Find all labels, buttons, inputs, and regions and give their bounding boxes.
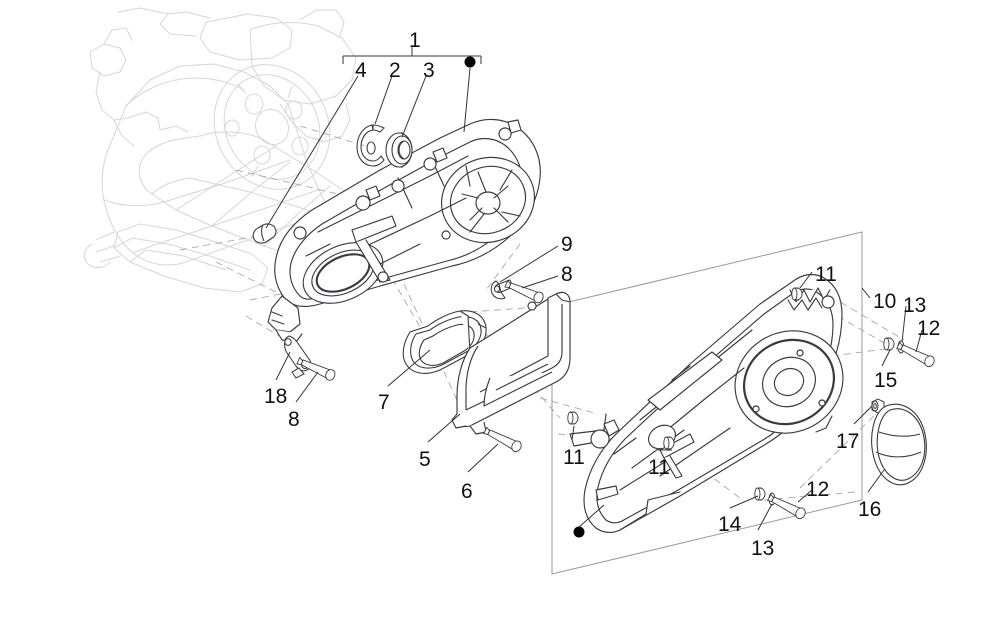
callout-13-lower: 13 — [751, 537, 775, 560]
callout-7: 7 — [378, 391, 390, 414]
callout-2: 2 — [389, 59, 401, 82]
part-15-collar-bush — [883, 337, 895, 351]
group-right-bullet-leader — [578, 504, 605, 528]
callout-16: 16 — [858, 498, 882, 521]
callout-12-upper: 12 — [917, 317, 941, 340]
group-right-bullet-marker — [573, 526, 585, 538]
callout-3: 3 — [423, 59, 435, 82]
part-11-grommet-top — [791, 287, 803, 301]
crankcase-cover-main — [267, 118, 541, 343]
part-12-screw-upper — [895, 340, 937, 369]
callout-10: 10 — [873, 290, 897, 313]
group-1-bullet-marker — [464, 56, 476, 68]
leader-lines — [265, 46, 923, 531]
part-3-bearing — [385, 132, 413, 168]
callout-11-left: 11 — [563, 446, 585, 469]
ghost-engine-assembly — [84, 7, 414, 293]
callout-17: 17 — [836, 430, 860, 453]
part-5-air-scoop — [451, 291, 571, 435]
part-11-grommet-mid — [663, 436, 675, 450]
callout-4: 4 — [355, 59, 367, 82]
callout-6: 6 — [461, 480, 473, 503]
callout-8-upper: 8 — [561, 263, 573, 286]
part-14-spacer-bush — [754, 487, 766, 501]
callout-12-lower: 12 — [806, 478, 830, 501]
part-4-dowel-pin — [252, 223, 277, 244]
part-16-inspection-cap — [871, 403, 927, 486]
callout-5: 5 — [419, 448, 431, 471]
callout-11-top: 11 — [815, 263, 837, 286]
callout-9: 9 — [561, 233, 573, 256]
callout-11-mid: 11 — [648, 456, 670, 479]
callout-15: 15 — [874, 369, 898, 392]
callout-18: 18 — [264, 385, 288, 408]
callout-1: 1 — [409, 29, 421, 52]
part-6-screw — [482, 425, 524, 454]
part-18-retaining-plate — [284, 335, 312, 379]
part-2-circlip — [356, 124, 385, 167]
callout-8-lower: 8 — [288, 408, 300, 431]
part-10-transmission-cover — [569, 273, 844, 534]
group-frame-right — [551, 231, 863, 575]
callout-14: 14 — [718, 513, 742, 536]
part-11-grommet-left — [567, 411, 579, 425]
callout-13-upper: 13 — [903, 294, 927, 317]
